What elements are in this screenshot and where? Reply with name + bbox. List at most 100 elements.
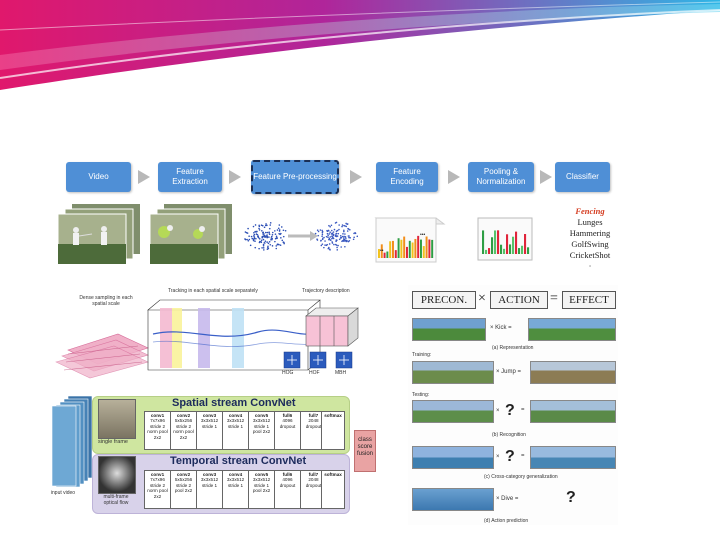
scatter-dot: [326, 229, 328, 232]
scatter-dot: [268, 233, 271, 236]
scatter-dot: [266, 231, 269, 234]
scatter-dot: [274, 240, 276, 243]
scatter-dot: [264, 240, 267, 243]
scatter-dot: [348, 236, 350, 239]
scatter-dot: [256, 230, 258, 233]
histogram-bar: [394, 250, 397, 258]
scatter-dot: [333, 243, 335, 246]
pooled-histogram: [477, 217, 533, 261]
scatter-dot: [253, 231, 255, 234]
histogram-bar: [428, 239, 431, 258]
scatter-dot: [332, 237, 335, 240]
scatter-dot: [280, 232, 282, 235]
pipeline-feature-preprocessing: Feature Pre-processing: [251, 160, 339, 194]
class-score-fusion: class score fusion: [354, 430, 376, 472]
video-thumbnail: [412, 488, 494, 511]
scatter-dot: [282, 241, 285, 243]
scatter-dot: [320, 240, 322, 242]
pipeline-pooling: Pooling & Normalization: [468, 162, 534, 192]
scatter-dot: [335, 232, 338, 235]
optical-flow-label: multi-frame optical flow: [103, 494, 129, 506]
scatter-dot: [346, 230, 349, 232]
layer-cell: softmax: [321, 411, 345, 450]
scatter-dot: [262, 244, 265, 247]
scatter-dot: [325, 244, 328, 247]
feature-extraction-frames: [150, 204, 232, 265]
scatter-dot: [252, 225, 255, 228]
scatter-dot: [249, 244, 252, 247]
times-sign: ×: [478, 291, 486, 306]
scatter-dot: [339, 235, 342, 237]
scatter-dot: [329, 231, 331, 234]
scatter-dot: [244, 231, 247, 233]
scatter-dot: [342, 233, 344, 235]
scatter-dot: [278, 230, 281, 232]
scatter-dot: [281, 239, 284, 242]
scatter-dot: [343, 229, 345, 232]
class-label: Hammering: [569, 228, 611, 238]
scatter-dot: [341, 235, 344, 238]
scatter-dot: [257, 235, 259, 238]
histogram-bar: [392, 240, 394, 258]
video-thumbnail: [530, 361, 616, 384]
scatter-dot: [270, 235, 273, 238]
histogram-bar: [417, 235, 420, 258]
scatter-dot: [274, 230, 276, 232]
svg-text:••: ••: [380, 248, 384, 254]
scatter-dot: [324, 244, 326, 246]
scatter-dot: [341, 224, 344, 226]
histogram-bar: [406, 246, 408, 258]
scatter-dot: [260, 224, 263, 227]
scatter-dot: [352, 238, 355, 241]
scatter-dot: [264, 231, 267, 234]
histogram-bar: [431, 239, 434, 258]
scatter-dot: [321, 230, 324, 233]
times-label: ×: [496, 408, 500, 414]
scatter-dot: [260, 239, 263, 242]
scatter-dot: [261, 247, 263, 249]
scatter-dot: [349, 236, 352, 239]
scatter-dot: [341, 239, 344, 242]
scatter-dot: [336, 246, 338, 249]
scatter-dot: [276, 243, 279, 246]
scatter-dot: [337, 244, 339, 247]
scatter-dot: [263, 234, 266, 237]
question-mark: ?: [505, 448, 515, 465]
scatter-dot: [317, 230, 320, 233]
scatter-dot: [320, 244, 323, 247]
scatter-dot: [244, 238, 246, 240]
scatter-dot: [267, 246, 269, 249]
effect-box: EFFECT: [562, 291, 616, 309]
scatter-dot: [343, 237, 345, 239]
scatter-dot: [329, 236, 332, 238]
equals-label: =: [521, 407, 525, 413]
scatter-dot: [353, 236, 355, 239]
scatter-dot: [321, 233, 324, 236]
video-thumbnail: [528, 318, 616, 341]
histogram-bar: [485, 249, 488, 254]
scatter-dot: [269, 224, 272, 226]
scatter-dot: [274, 233, 277, 235]
caption-c: (c) Cross-category generalization: [484, 474, 558, 480]
scatter-dot: [263, 242, 266, 244]
scatter-dot: [340, 236, 343, 239]
scatter-dot: [335, 239, 338, 241]
scatter-dot: [282, 235, 285, 238]
testing-label: Testing:: [412, 392, 430, 398]
scatter-dot: [250, 235, 253, 238]
class-label: ·: [588, 261, 592, 271]
histogram-bar: [420, 239, 422, 258]
scatter-dot: [332, 233, 335, 236]
scatter-dot: [246, 238, 248, 241]
scatter-dot: [336, 249, 339, 251]
scatter-dot: [340, 246, 342, 248]
scatter-dot: [334, 222, 337, 224]
scatter-dot: [328, 233, 331, 235]
times-label: ×: [496, 454, 500, 460]
scatter-dot: [321, 243, 324, 245]
